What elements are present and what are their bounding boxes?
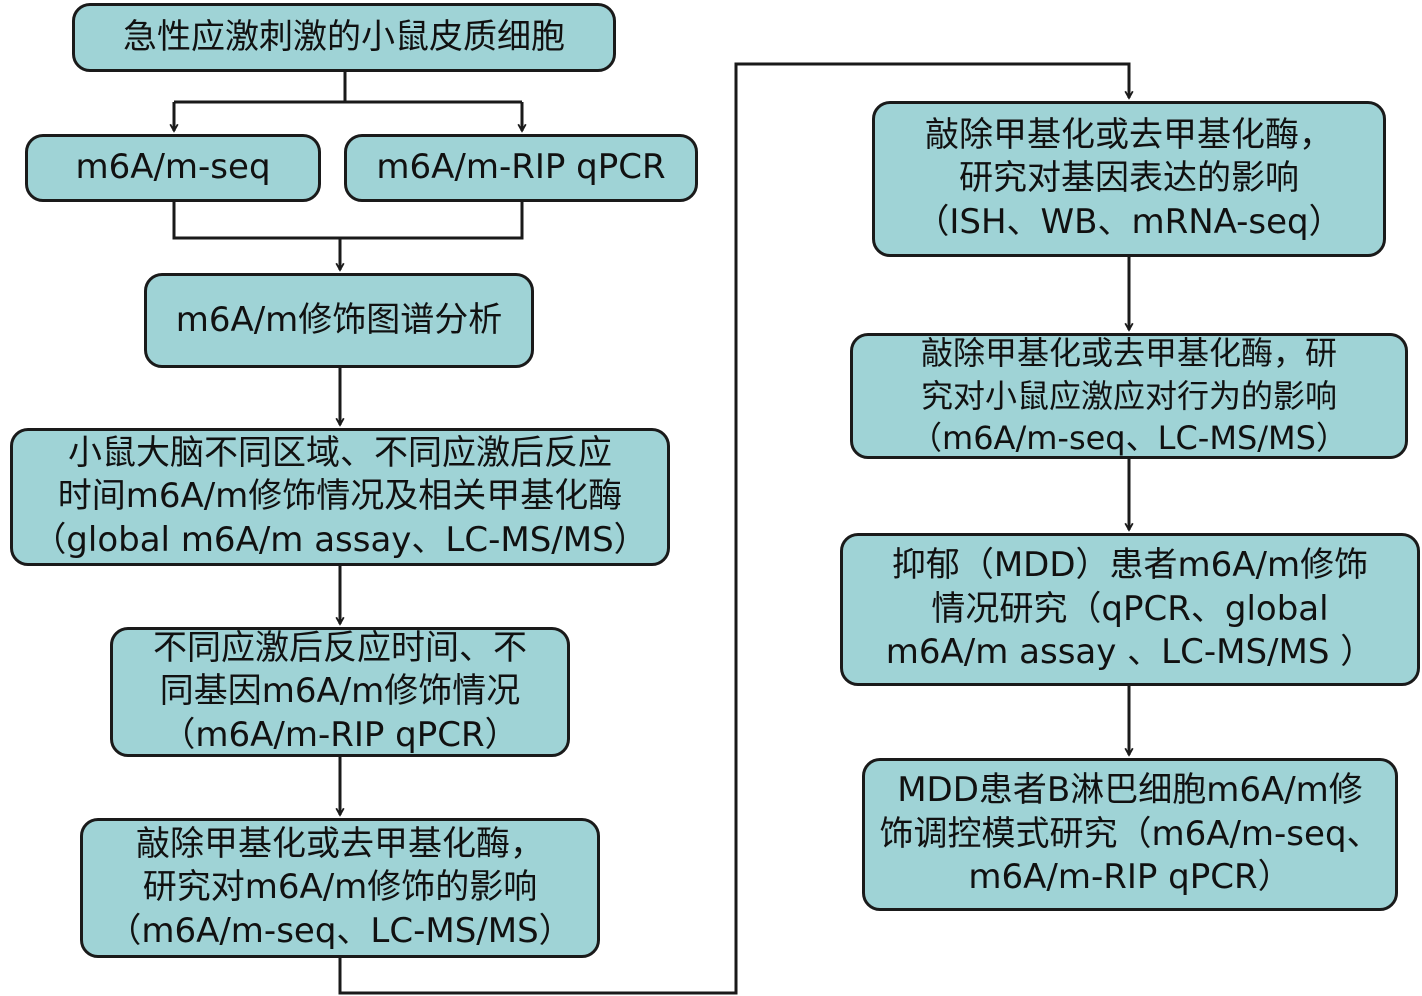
node-brain-regions: 小鼠大脑不同区域、不同应激后反应时间m6A/m修饰情况及相关甲基化酶（globa… xyxy=(10,428,670,566)
node-text-line: 情况研究（qPCR、global xyxy=(931,588,1329,629)
node-text-line: m6A/m-RIP qPCR xyxy=(376,147,666,188)
node-text-line: 究对小鼠应激应对行为的影响 xyxy=(920,376,1337,415)
node-text-line: 抑郁（MDD）患者m6A/m修饰 xyxy=(891,545,1369,586)
node-knockout-behavior: 敲除甲基化或去甲基化酶，研究对小鼠应激应对行为的影响 （m6A/m-seq、LC-… xyxy=(850,333,1408,459)
node-text-line: （m6A/m-RIP qPCR） xyxy=(161,714,519,755)
node-text-line: （ISH、WB、mRNA-seq） xyxy=(915,201,1343,242)
node-text-line: 同基因m6A/m修饰情况 xyxy=(159,671,521,712)
node-knockout-expression: 敲除甲基化或去甲基化酶，研究对基因表达的影响（ISH、WB、mRNA-seq） xyxy=(872,101,1386,257)
node-m6a-rip-qpcr: m6A/m-RIP qPCR xyxy=(344,134,698,202)
node-text-line: 研究对基因表达的影响 xyxy=(959,158,1299,199)
node-mdd-b-lymphocytes: MDD患者B淋巴细胞m6A/m修饰调控模式研究（m6A/m-seq、m6A/m-… xyxy=(862,758,1398,911)
edge-assays-merge xyxy=(172,202,524,240)
node-text-line: 研究对m6A/m修饰的影响 xyxy=(142,867,538,908)
node-source: 急性应激刺激的小鼠皮质细胞 xyxy=(72,3,616,72)
node-text-line: （global m6A/m assay、LC-MS/MS） xyxy=(32,519,648,560)
node-text-line: m6A/m assay 、LC-MS/MS ） xyxy=(885,632,1375,673)
node-text-line: 饰调控模式研究（m6A/m-seq、 xyxy=(879,813,1381,854)
node-m6a-seq: m6A/m-seq xyxy=(25,134,321,202)
node-text-line: 小鼠大脑不同区域、不同应激后反应 xyxy=(68,432,612,473)
node-text-line: 急性应激刺激的小鼠皮质细胞 xyxy=(123,16,565,57)
node-text-line: （m6A/m-seq、LC-MS/MS） xyxy=(107,910,573,951)
node-knockout-modification: 敲除甲基化或去甲基化酶，研究对m6A/m修饰的影响（m6A/m-seq、LC-M… xyxy=(80,818,600,958)
node-text-line: m6A/m-RIP qPCR） xyxy=(968,857,1292,898)
node-text-line: 敲除甲基化或去甲基化酶， xyxy=(925,114,1333,155)
node-text-line: m6A/m-seq xyxy=(75,147,271,188)
node-text-line: 敲除甲基化或去甲基化酶， xyxy=(136,823,544,864)
edge-left-to-right-column xyxy=(338,62,1129,995)
node-text-line: MDD患者B淋巴细胞m6A/m修 xyxy=(897,770,1363,811)
node-profile-analysis: m6A/m修饰图谱分析 xyxy=(144,273,534,368)
node-gene-modification: 不同应激后反应时间、不同基因m6A/m修饰情况（m6A/m-RIP qPCR） xyxy=(110,627,570,757)
node-text-line: 不同应激后反应时间、不 xyxy=(153,627,527,668)
node-text-line: 时间m6A/m修饰情况及相关甲基化酶 xyxy=(57,476,623,517)
node-text-line: （m6A/m-seq、LC-MS/MS） xyxy=(910,419,1348,458)
edge-source-split xyxy=(174,72,522,104)
node-text-line: m6A/m修饰图谱分析 xyxy=(175,299,503,340)
node-text-line: 敲除甲基化或去甲基化酶，研 xyxy=(920,334,1337,373)
